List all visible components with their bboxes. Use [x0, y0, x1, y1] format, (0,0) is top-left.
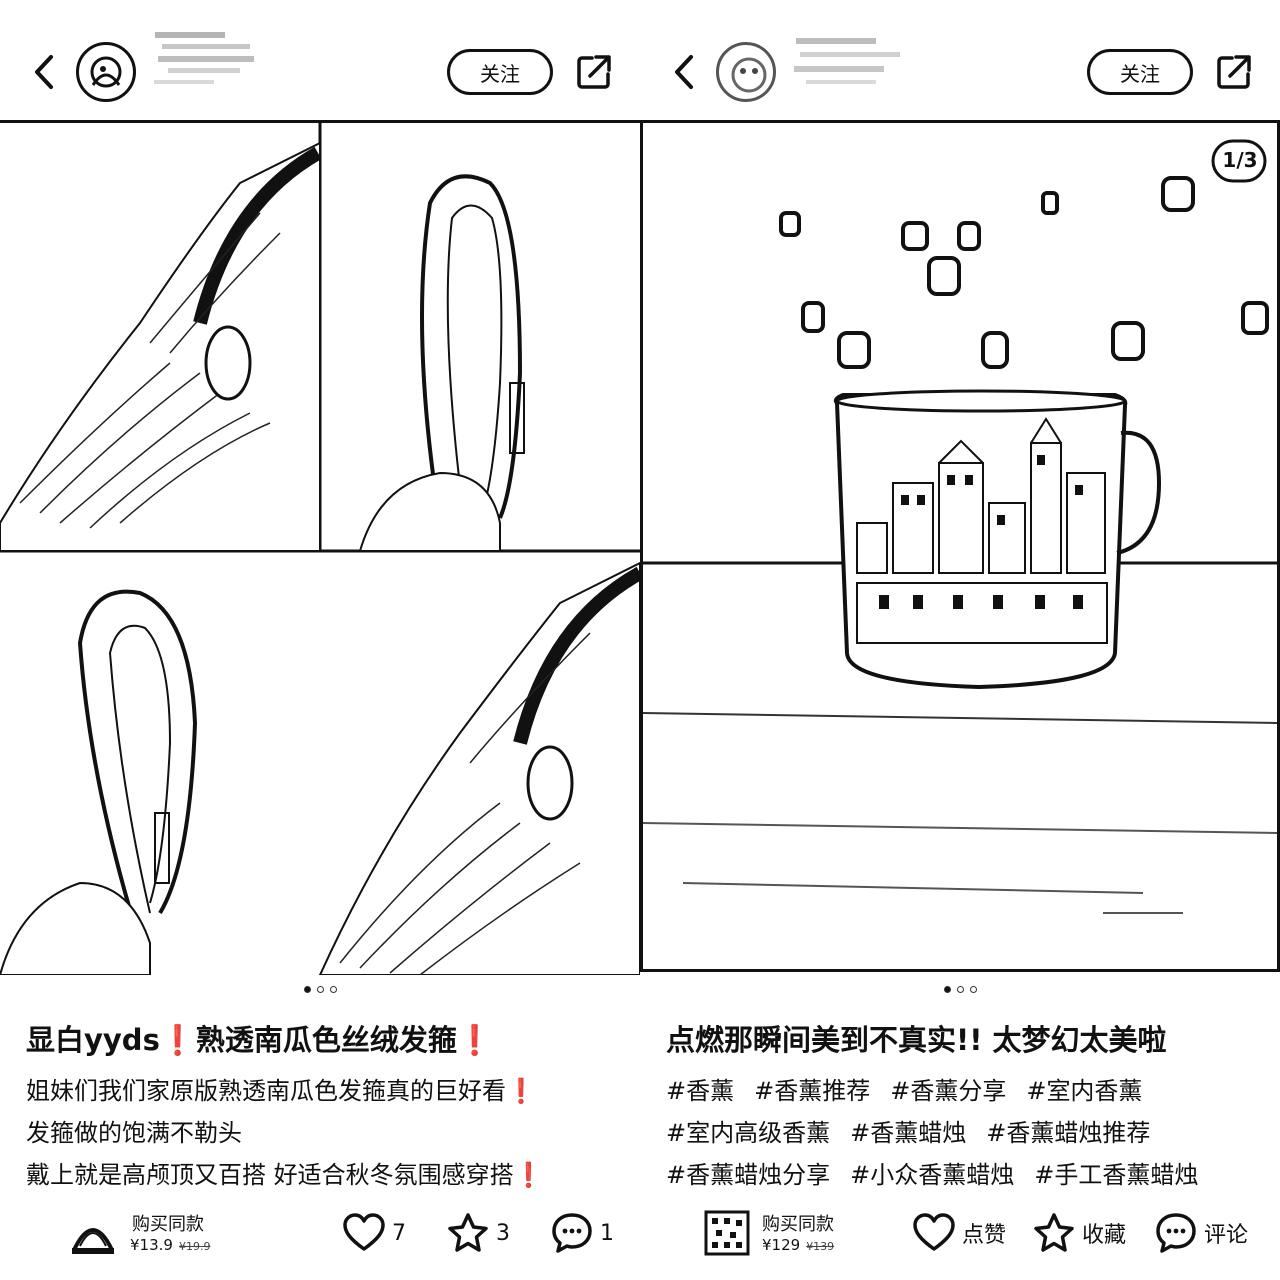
- hashtag[interactable]: #室内香薰: [1026, 1077, 1143, 1105]
- post-header: 关注: [0, 0, 640, 120]
- headband-collage-image: [0, 123, 640, 975]
- share-icon: [577, 55, 611, 89]
- post-body: 姐妹们我们家原版熟透南瓜色发箍真的巨好看❗ 发箍做的饱满不勒头 戴上就是高颅顶又…: [26, 1070, 626, 1192]
- comment-icon: [552, 1213, 592, 1253]
- collect-count: 3: [496, 1220, 510, 1246]
- carousel-dot-active: [943, 986, 951, 993]
- author-avatar[interactable]: [716, 42, 776, 102]
- star-icon: [1034, 1213, 1074, 1252]
- hashtag[interactable]: #室内高级香薰: [666, 1119, 831, 1147]
- carousel-dot: [329, 986, 337, 993]
- post-header: 关注: [640, 0, 1280, 120]
- heart-icon: [913, 1213, 955, 1251]
- like-count: 7: [392, 1220, 406, 1246]
- carousel-dot: [956, 986, 964, 993]
- post-footer: 购买同款 ¥129 ¥139 点赞 收藏 评论: [640, 1200, 1280, 1270]
- back-button[interactable]: [24, 50, 64, 94]
- collect-button[interactable]: 收藏: [1032, 1208, 1126, 1258]
- post-image-carousel[interactable]: [0, 120, 640, 975]
- follow-button[interactable]: 关注: [1087, 49, 1193, 95]
- product-thumbnail[interactable]: [70, 1210, 116, 1256]
- buy-same-label[interactable]: 购买同款: [762, 1214, 834, 1235]
- back-button[interactable]: [664, 50, 704, 94]
- post-title: 点燃那瞬间美到不真实!! 太梦幻太美啦: [666, 1023, 1167, 1057]
- hashtag[interactable]: #香薰: [666, 1077, 735, 1105]
- buy-same-label[interactable]: 购买同款: [132, 1214, 204, 1235]
- product-price: ¥129 ¥139: [762, 1236, 834, 1254]
- back-icon: [675, 55, 693, 89]
- post-image-carousel[interactable]: 1/3: [640, 120, 1280, 972]
- author-name-blurred: [150, 22, 270, 102]
- comment-button[interactable]: 1: [550, 1208, 614, 1258]
- left-post-screen: 关注: [0, 0, 640, 1270]
- original-price: ¥19.9: [178, 1240, 211, 1253]
- carousel-indicator: [640, 986, 1280, 1002]
- post-body-line: 姐妹们我们家原版熟透南瓜色发箍真的巨好看❗: [26, 1077, 536, 1105]
- hashtag[interactable]: #手工香薰蜡烛: [1034, 1161, 1199, 1189]
- post-body-line: 戴上就是高颅顶又百搭 好适合秋冬氛围感穿搭❗: [26, 1161, 544, 1189]
- share-button[interactable]: [574, 52, 614, 92]
- like-button[interactable]: 7: [342, 1208, 406, 1258]
- current-price: ¥13.9: [130, 1236, 173, 1254]
- image-counter-badge: [1211, 139, 1267, 183]
- hashtag[interactable]: #香薰分享: [890, 1077, 1007, 1105]
- hashtag[interactable]: #香薰蜡烛: [850, 1119, 967, 1147]
- hashtag[interactable]: #香薰蜡烛分享: [666, 1161, 831, 1189]
- current-price: ¥129: [762, 1236, 801, 1254]
- hashtag[interactable]: #香薰推荐: [754, 1077, 871, 1105]
- comment-button[interactable]: 评论: [1154, 1208, 1248, 1258]
- comment-icon: [1156, 1213, 1196, 1253]
- original-price: ¥139: [806, 1240, 835, 1253]
- collect-button[interactable]: 3: [446, 1208, 510, 1258]
- carousel-dot: [969, 986, 977, 993]
- hashtag[interactable]: #小众香薰蜡烛: [850, 1161, 1015, 1189]
- back-icon: [35, 55, 53, 89]
- like-label: 点赞: [962, 1223, 1007, 1248]
- image-counter: 1/3: [1222, 148, 1258, 172]
- star-icon: [448, 1213, 488, 1252]
- hashtag-list: #香薰 #香薰推荐 #香薰分享 #室内香薰 #室内高级香薰 #香薰蜡烛 #香薰蜡烛推荐 #香薰…: [666, 1070, 1266, 1196]
- post-title: 显白yyds❗熟透南瓜色丝绒发箍❗: [26, 1023, 494, 1057]
- author-name-blurred: [790, 22, 910, 102]
- product-price: ¥13.9 ¥19.9: [130, 1236, 210, 1254]
- share-icon: [1217, 55, 1251, 89]
- carousel-indicator: [0, 986, 640, 1002]
- author-avatar[interactable]: [76, 42, 136, 102]
- carousel-dot: [316, 986, 324, 993]
- post-footer: 购买同款 ¥13.9 ¥19.9 7 3 1: [0, 1200, 640, 1270]
- right-post-screen: 关注: [640, 0, 1280, 1280]
- hashtag[interactable]: #香薰蜡烛推荐: [986, 1119, 1151, 1147]
- like-button[interactable]: 点赞: [912, 1208, 1006, 1258]
- heart-icon: [343, 1213, 385, 1251]
- product-thumbnail[interactable]: [704, 1210, 750, 1256]
- comment-count: 1: [600, 1220, 614, 1246]
- comment-label: 评论: [1204, 1223, 1249, 1248]
- share-button[interactable]: [1214, 52, 1254, 92]
- collect-label: 收藏: [1082, 1223, 1127, 1248]
- follow-button[interactable]: 关注: [447, 49, 553, 95]
- post-body-line: 发箍做的饱满不勒头: [26, 1119, 242, 1147]
- carousel-dot-active: [303, 986, 311, 993]
- candle-mug-image: [643, 123, 1277, 969]
